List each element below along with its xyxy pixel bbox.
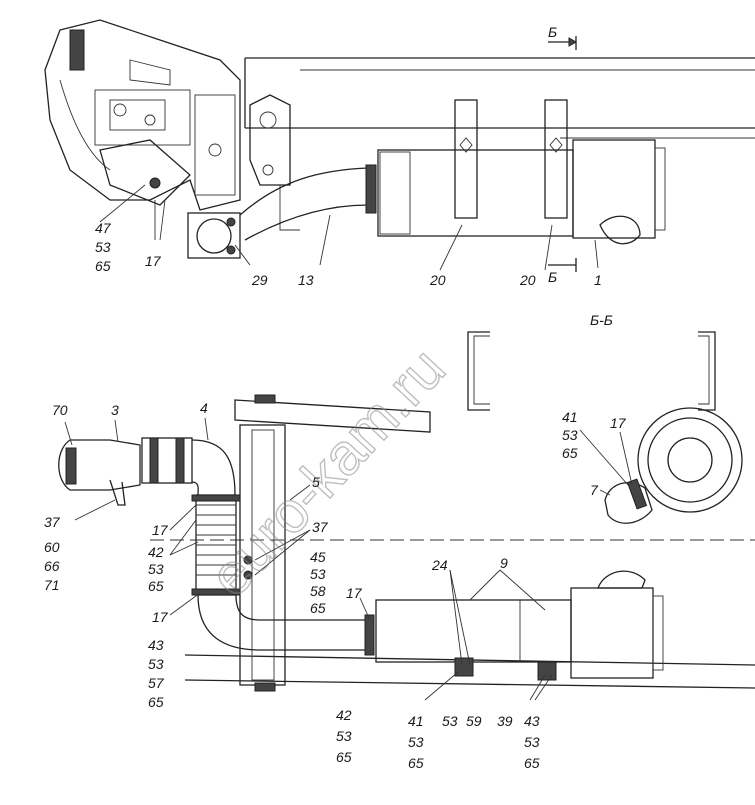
- callout-39: 39: [497, 713, 513, 729]
- callout-17-bellows-top: 17: [152, 522, 169, 538]
- callout-17-bellows-bottom: 17: [152, 609, 169, 625]
- callout-65-41: 65: [408, 755, 424, 771]
- callout-53-section: 53: [562, 427, 578, 443]
- callout-58: 58: [310, 583, 326, 599]
- callout-53-lower: 53: [148, 656, 164, 672]
- callout-24: 24: [431, 557, 448, 573]
- callout-60: 60: [44, 539, 60, 555]
- callout-42: 42: [148, 544, 164, 560]
- callout-53-clamp: 53: [310, 566, 326, 582]
- callout-1: 1: [594, 272, 602, 288]
- muffler-end-circle: [637, 407, 743, 513]
- callout-65-clamp: 65: [310, 600, 326, 616]
- muffler-top: [365, 99, 666, 245]
- callout-9: 9: [500, 555, 508, 571]
- section-marker-label-bottom: Б: [548, 269, 557, 285]
- frame-rail-top: [244, 57, 755, 139]
- pipe-3: [58, 437, 193, 506]
- frame-rail-side: [150, 399, 755, 689]
- callout-47: 47: [95, 220, 112, 236]
- callout-17-section: 17: [610, 415, 627, 431]
- callout-59: 59: [466, 713, 482, 729]
- callout-66: 66: [44, 558, 60, 574]
- callout-37-right: 37: [312, 519, 329, 535]
- watermark: euro-kam.ru: [197, 336, 458, 609]
- callout-53-41: 53: [408, 734, 424, 750]
- callout-53: 53: [95, 239, 111, 255]
- exhaust-flange: [187, 212, 241, 259]
- top-view: [44, 19, 755, 272]
- lower-pipe: [197, 594, 375, 656]
- callout-53-pipe: 53: [336, 728, 352, 744]
- engine-block: [44, 19, 241, 211]
- callout-29: 29: [251, 272, 268, 288]
- callout-43-left: 43: [148, 637, 164, 653]
- callout-53-bellows: 53: [148, 561, 164, 577]
- section-marker-label-top: Б: [548, 24, 557, 40]
- callout-17: 17: [145, 253, 162, 269]
- leader-lines: [64, 184, 633, 701]
- outlet-pipe-7: [604, 478, 653, 524]
- callout-labels: 47 53 65 17 29 13 20 20 1 70 3 4 5 37 60…: [44, 220, 627, 771]
- callout-37-left: 37: [44, 514, 61, 530]
- callout-65-bellows: 65: [148, 578, 164, 594]
- callout-43-right: 43: [524, 713, 540, 729]
- callout-70: 70: [52, 402, 68, 418]
- section-marker-top: [548, 36, 578, 272]
- elbow-4: [191, 439, 236, 496]
- callout-3: 3: [111, 402, 119, 418]
- cross-member: [239, 394, 286, 692]
- callout-65: 65: [95, 258, 111, 274]
- frame-bracket: [249, 94, 300, 231]
- callout-41-section: 41: [562, 409, 578, 425]
- callout-53-43: 53: [524, 734, 540, 750]
- section-view: [467, 331, 743, 524]
- callout-42-pipe: 42: [336, 707, 352, 723]
- callout-53-bracket: 53: [442, 713, 458, 729]
- callout-20-right: 20: [519, 272, 536, 288]
- callout-45: 45: [310, 549, 326, 565]
- callout-13: 13: [298, 272, 314, 288]
- pipe-13: [239, 167, 369, 241]
- callout-65-pipe: 65: [336, 749, 352, 765]
- callout-57: 57: [148, 675, 165, 691]
- callout-71: 71: [44, 577, 60, 593]
- section-title: Б-Б: [590, 312, 613, 328]
- callout-7: 7: [590, 482, 599, 498]
- callout-4: 4: [200, 400, 208, 416]
- callout-5: 5: [312, 474, 320, 490]
- callout-17-pipe: 17: [346, 585, 363, 601]
- callout-65-lower: 65: [148, 694, 164, 710]
- callout-41: 41: [408, 713, 424, 729]
- flex-bellows: [191, 494, 253, 596]
- callout-20-left: 20: [429, 272, 446, 288]
- callout-65-section: 65: [562, 445, 578, 461]
- callout-65-43: 65: [524, 755, 540, 771]
